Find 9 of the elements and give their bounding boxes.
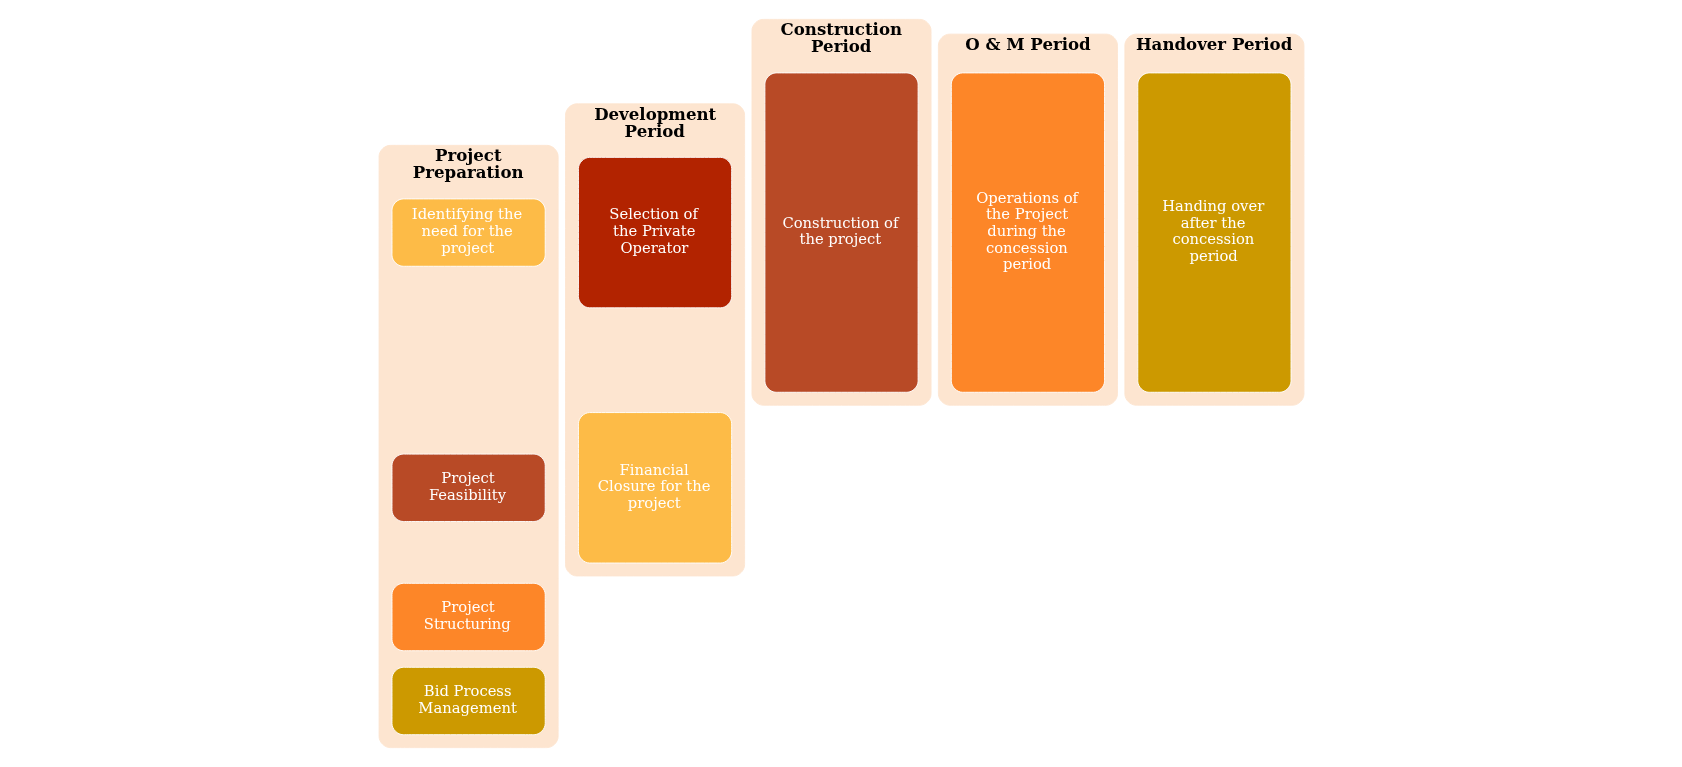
node-box: Project Structuring [391, 582, 546, 652]
node-box: Project Feasibility [391, 453, 546, 522]
node-box: Identifying the need for the project [391, 198, 546, 267]
node-box: Handing over after the concession period [1136, 72, 1291, 393]
node-box: Bid Process Management [391, 666, 546, 736]
node-box: Selection of the Private Operator [577, 156, 732, 309]
node-box: Operations of the Project during the concession period [950, 72, 1105, 393]
node-box: Financial Closure for the project [577, 412, 732, 564]
node-box: Construction of the project [763, 72, 919, 393]
